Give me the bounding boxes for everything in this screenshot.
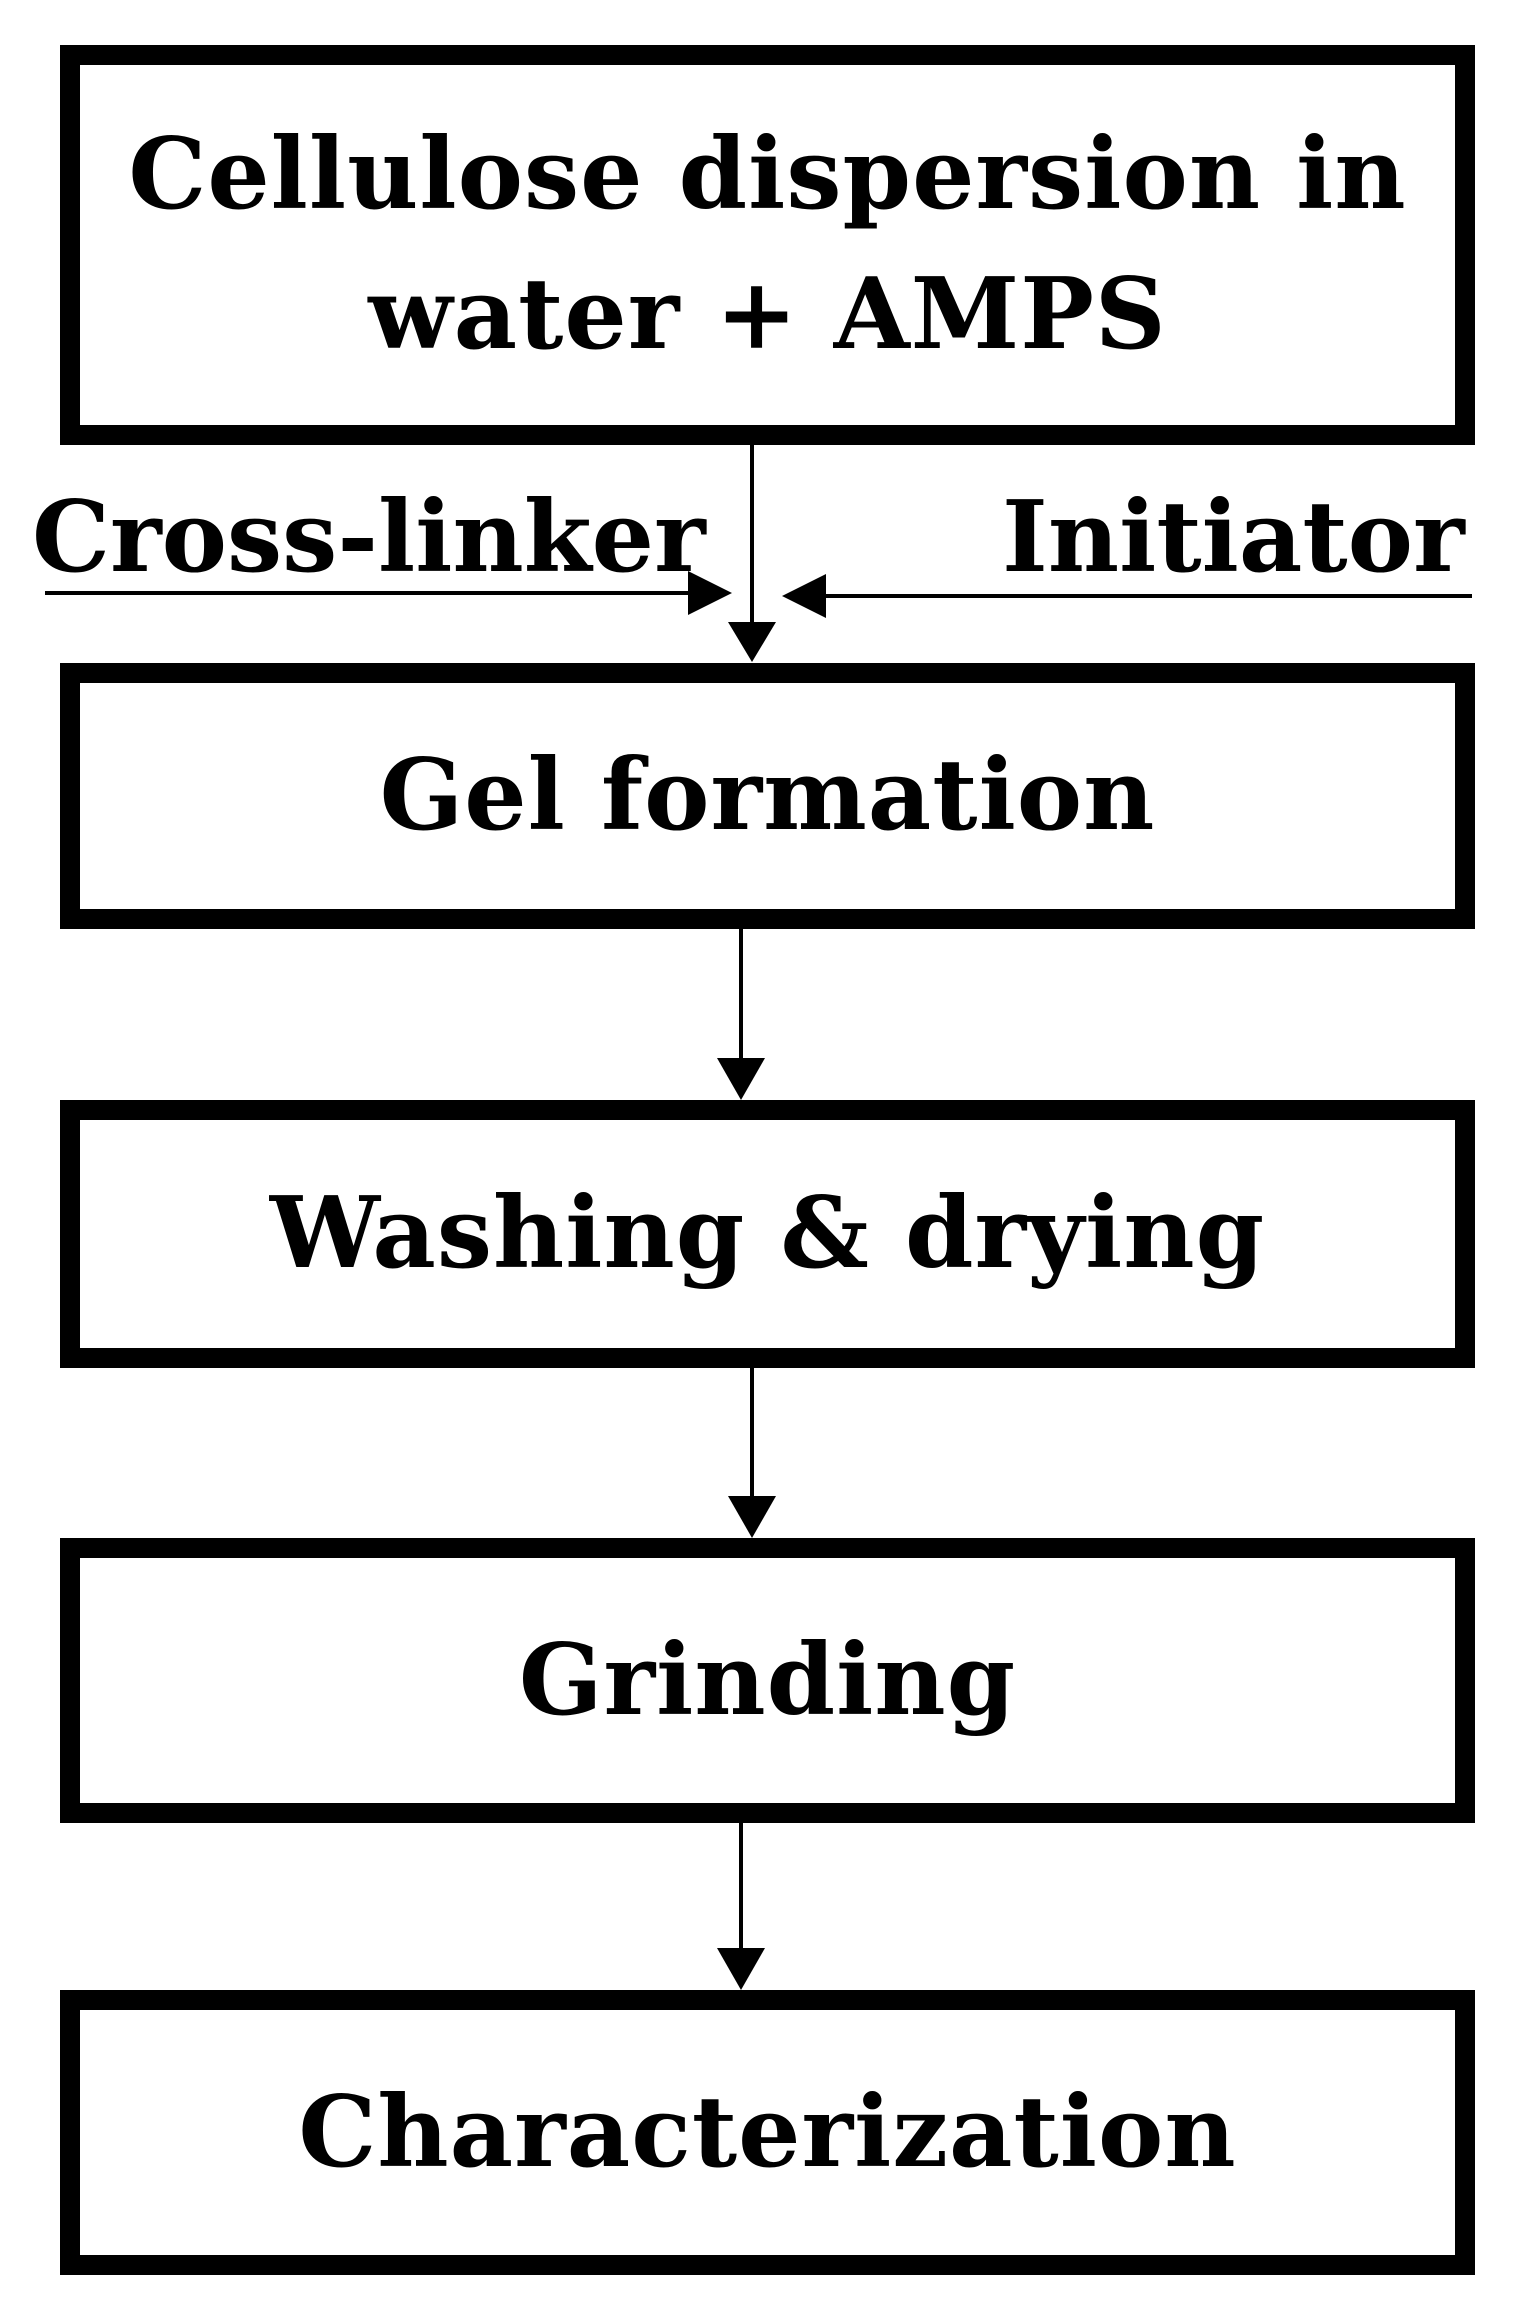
- step-cellulose-dispersion-line-2: water + AMPS: [368, 257, 1167, 372]
- arrowhead-down-icon: [717, 1058, 765, 1100]
- step-cellulose-dispersion-box: Cellulose dispersion in water + AMPS: [60, 45, 1475, 445]
- cross-linker-label: Cross-linker: [32, 480, 706, 595]
- step-cellulose-dispersion-line-1: Cellulose dispersion in: [128, 117, 1407, 232]
- arrowhead-left-icon: [782, 574, 826, 618]
- step-washing-drying-box: Washing & drying: [60, 1100, 1475, 1368]
- step-washing-drying-label: Washing & drying: [269, 1176, 1266, 1291]
- arrowhead-down-icon: [728, 1496, 776, 1538]
- step-characterization-label: Characterization: [298, 2074, 1237, 2190]
- arrowhead-down-icon: [728, 622, 776, 662]
- step-gel-formation-box: Gel formation: [60, 663, 1475, 929]
- step-characterization-box: Characterization: [60, 1990, 1475, 2275]
- initiator-label: Initiator: [1002, 480, 1465, 595]
- step-grinding-box: Grinding: [60, 1538, 1475, 1823]
- step-grinding-label: Grinding: [518, 1622, 1017, 1738]
- step-gel-formation-label: Gel formation: [379, 738, 1156, 853]
- arrowhead-down-icon: [717, 1948, 765, 1990]
